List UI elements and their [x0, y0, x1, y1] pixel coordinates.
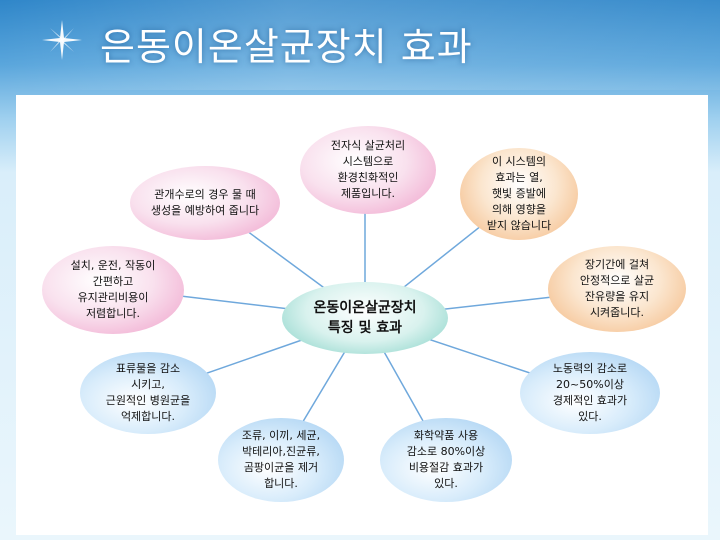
center-bubble: 온동이온살균장치 특징 및 효과 — [282, 282, 448, 354]
sparkle-icon — [42, 20, 82, 60]
title-band — [0, 0, 720, 90]
feature-bubble-install: 설치, 운전, 작동이 간편하고 유지관리비용이 저렴합니다. — [42, 246, 184, 334]
feature-bubble-eco: 전자식 살균처리 시스템으로 환경친화적인 제품입니다. — [300, 126, 436, 214]
feature-bubble-pathogen: 표류물을 감소 시키고, 근원적인 병원균을 억제합니다. — [80, 352, 216, 434]
feature-bubble-chemical: 화학약품 사용 감소로 80%이상 비용절감 효과가 있다. — [380, 418, 512, 502]
feature-bubble-residual: 장기간에 걸쳐 안정적으로 살균 잔유량을 유지 시켜줍니다. — [548, 246, 686, 332]
feature-bubble-stability: 이 시스템의 효과는 열, 햇빛 증발에 의해 영향을 받지 않습니다 — [460, 148, 578, 240]
slide-title: 은동이온살균장치 효과 — [100, 25, 473, 69]
feature-bubble-scale: 관개수로의 경우 물 때 생성을 예방하여 줍니다 — [130, 166, 280, 240]
feature-bubble-labor: 노동력의 감소로 20~50%이상 경제적인 효과가 있다. — [520, 352, 660, 434]
feature-bubble-algae: 조류, 이끼, 세균, 박테리아,진균류, 곰팡이균을 제거 합니다. — [218, 418, 344, 502]
